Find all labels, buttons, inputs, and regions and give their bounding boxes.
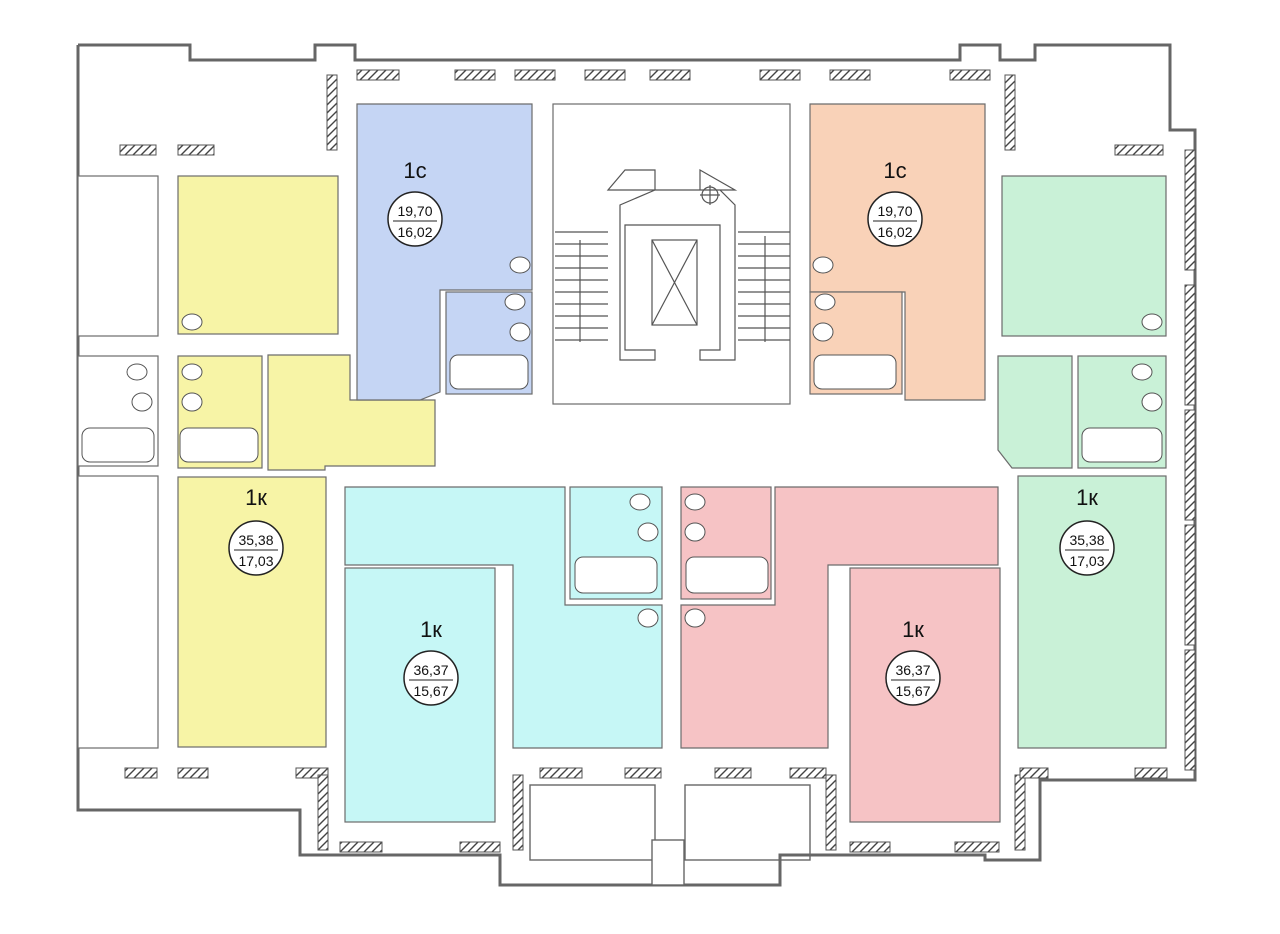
balconies [529, 784, 811, 886]
zone-yellow-room2 [177, 476, 327, 748]
apt-total-area: 36,37 [895, 662, 930, 678]
apt-left-1k: 1к 35,38 17,03 [228, 485, 284, 576]
hatched-walls [119, 69, 1196, 853]
zone-green-hall [997, 355, 1073, 469]
zone-blue [356, 103, 533, 401]
apt-type: 1с [403, 158, 426, 183]
apt-total-area: 36,37 [413, 662, 448, 678]
apt-living-area: 17,03 [1069, 553, 1104, 569]
zone-cyan-hall [344, 486, 663, 749]
apt-center-right-1k: 1к 36,37 15,67 [885, 617, 941, 706]
stairwell [552, 103, 791, 405]
apt-total-area: 35,38 [1069, 532, 1104, 548]
building-outline [76, 43, 1197, 887]
fixtures [126, 256, 1163, 628]
apt-total-area: 19,70 [877, 203, 912, 219]
zone-green-room2 [1017, 475, 1167, 749]
apt-top-left-studio: 1с 19,70 16,02 [387, 158, 443, 247]
apt-type: 1к [1076, 485, 1098, 510]
apt-right-1k: 1к 35,38 17,03 [1059, 485, 1115, 576]
zone-yellow-hall [267, 354, 436, 471]
apt-living-area: 15,67 [895, 683, 930, 699]
apt-living-area: 17,03 [238, 553, 273, 569]
apt-total-area: 35,38 [238, 532, 273, 548]
apt-living-area: 15,67 [413, 683, 448, 699]
stair-steps [555, 231, 790, 342]
zone-green-room [1001, 175, 1167, 337]
apt-type: 1к [902, 617, 924, 642]
apt-type: 1с [883, 158, 906, 183]
stair-elevator [555, 168, 790, 361]
zone-yellow-room [177, 175, 339, 335]
elevator [651, 239, 698, 326]
apt-living-area: 16,02 [397, 224, 432, 240]
apt-type: 1к [245, 485, 267, 510]
bathtubs [81, 354, 1163, 594]
apartment-labels: 1с 19,70 16,02 1с 19,70 16,02 1к 35,38 1… [228, 158, 1115, 706]
zone-pink-hall [680, 486, 999, 749]
apt-center-left-1k: 1к 36,37 15,67 [403, 617, 459, 706]
apt-living-area: 16,02 [877, 224, 912, 240]
apt-top-right-studio: 1с 19,70 16,02 [867, 158, 923, 247]
apt-total-area: 19,70 [397, 203, 432, 219]
apt-type: 1к [420, 617, 442, 642]
